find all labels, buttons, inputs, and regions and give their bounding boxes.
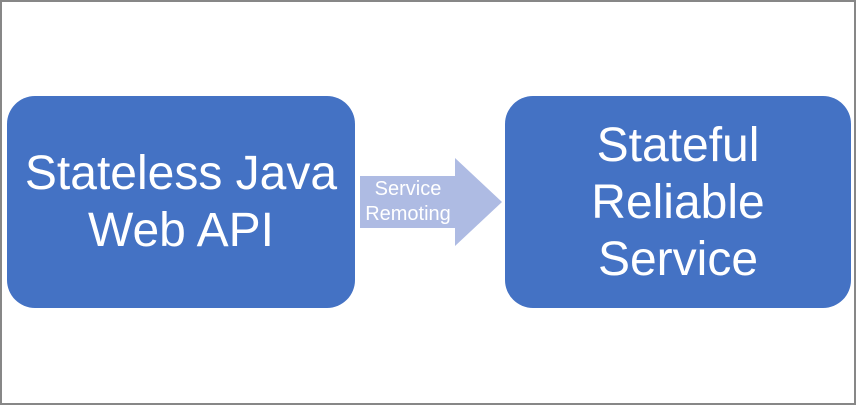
left-box-label-line1: Stateless Java bbox=[24, 147, 338, 200]
stateless-java-web-api-box: Stateless Java Web API bbox=[7, 96, 355, 308]
right-arrow-icon bbox=[360, 158, 502, 246]
arrow-label-line2: Remoting bbox=[365, 203, 451, 225]
right-box-label-line1: Stateful bbox=[596, 118, 760, 172]
left-box-label-line2: Web API bbox=[88, 204, 274, 257]
right-box-label-line3: Service bbox=[597, 232, 759, 286]
right-box-label-line2: Reliable bbox=[591, 175, 765, 229]
arrow-label-line1: Service bbox=[374, 178, 442, 200]
arrow-label: Service Remoting bbox=[360, 176, 456, 228]
stateful-reliable-service-box: Stateful Reliable Service bbox=[505, 96, 851, 308]
